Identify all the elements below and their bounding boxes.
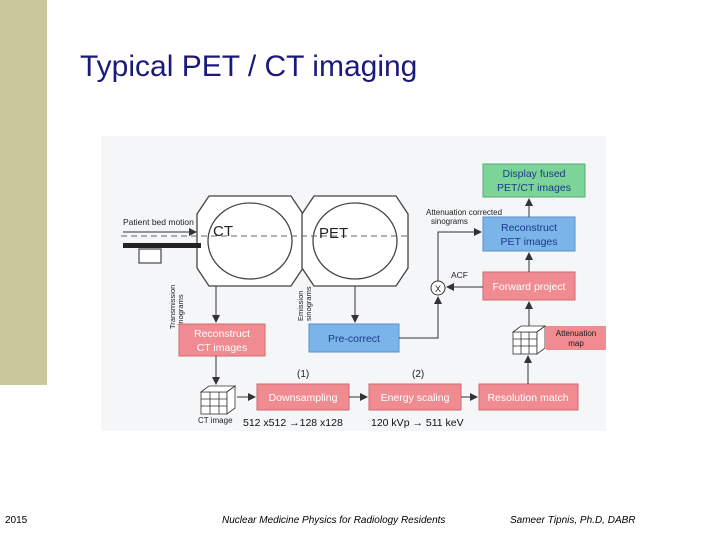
resolution-match-box — [478, 383, 579, 411]
patient-bed-label: Patient bed motion — [123, 217, 194, 227]
acf-label: ACF — [451, 270, 468, 280]
display-fused-box — [482, 163, 586, 198]
attenuation-map-line2: map — [568, 339, 584, 348]
attenuation-map-line1: Attenuation — [556, 329, 596, 338]
res-change-label: 512 x512 →128 x128 — [243, 417, 343, 429]
kvp-change-label: 120 kVp → 511 keV — [371, 417, 464, 429]
step2-label: (2) — [412, 369, 424, 380]
display-fused-line2: PET/CT images — [497, 182, 571, 194]
diagram-svg: CT PET Patient bed motion Transmission s… — [101, 136, 606, 431]
footer-author: Sameer Tipnis, Ph.D, DABR — [510, 515, 636, 526]
forward-project-label: Forward project — [493, 281, 566, 293]
ct-label: CT — [213, 223, 233, 240]
svg-text:Transmission sinograms: Transmission sinograms — [168, 283, 185, 329]
ct-gantry — [196, 195, 304, 287]
resolution-match-label: Resolution match — [487, 392, 568, 404]
transmission-label-1: Transmission — [168, 285, 177, 329]
energy-scaling-label: Energy scaling — [381, 392, 450, 404]
acs-label-1: Attenuation corrected — [426, 208, 502, 217]
step1-label: (1) — [297, 369, 309, 380]
pet-gantry — [301, 195, 409, 287]
pet-ct-diagram: CT PET Patient bed motion Transmission s… — [101, 136, 606, 431]
emission-label-2: sinograms — [304, 286, 313, 321]
svg-text:Emission sinograms: Emission sinograms — [296, 286, 313, 321]
footer-year: 2015 — [5, 515, 28, 526]
attenuation-map-cube — [511, 325, 547, 355]
transmission-label-2: sinograms — [176, 294, 185, 329]
footer-course: Nuclear Medicine Physics for Radiology R… — [222, 515, 446, 526]
ct-image-label: CT image — [198, 416, 233, 425]
reconstruct-pet-line1: Reconstruct — [501, 222, 557, 234]
reconstruct-ct-line2: CT images — [197, 342, 248, 354]
attenuation-map-box — [546, 326, 606, 350]
precorrect-box — [308, 323, 400, 353]
pet-label: PET — [319, 225, 348, 242]
reconstruct-pet-line2: PET images — [501, 236, 558, 248]
reconstruct-ct-box — [178, 323, 266, 357]
precorrect-to-multiply-arrow — [399, 296, 442, 339]
sidebar-bar — [0, 0, 47, 385]
slide-title: Typical PET / CT imaging — [80, 50, 418, 83]
multiply-to-recon-arrow — [437, 228, 482, 281]
downsampling-label: Downsampling — [269, 392, 338, 404]
downsampling-box — [256, 383, 350, 411]
bed-support — [138, 248, 162, 264]
acs-label-2: sinograms — [431, 217, 468, 226]
forward-project-box — [482, 271, 576, 301]
patient-bed — [123, 243, 201, 248]
precorrect-label: Pre-correct — [328, 333, 380, 345]
emission-label-1: Emission — [296, 291, 305, 321]
multiply-label: X — [435, 284, 441, 294]
display-fused-line1: Display fused — [502, 168, 565, 180]
reconstruct-pet-box — [482, 216, 576, 252]
reconstruct-ct-line1: Reconstruct — [194, 328, 250, 340]
ct-image-cube — [199, 385, 237, 415]
